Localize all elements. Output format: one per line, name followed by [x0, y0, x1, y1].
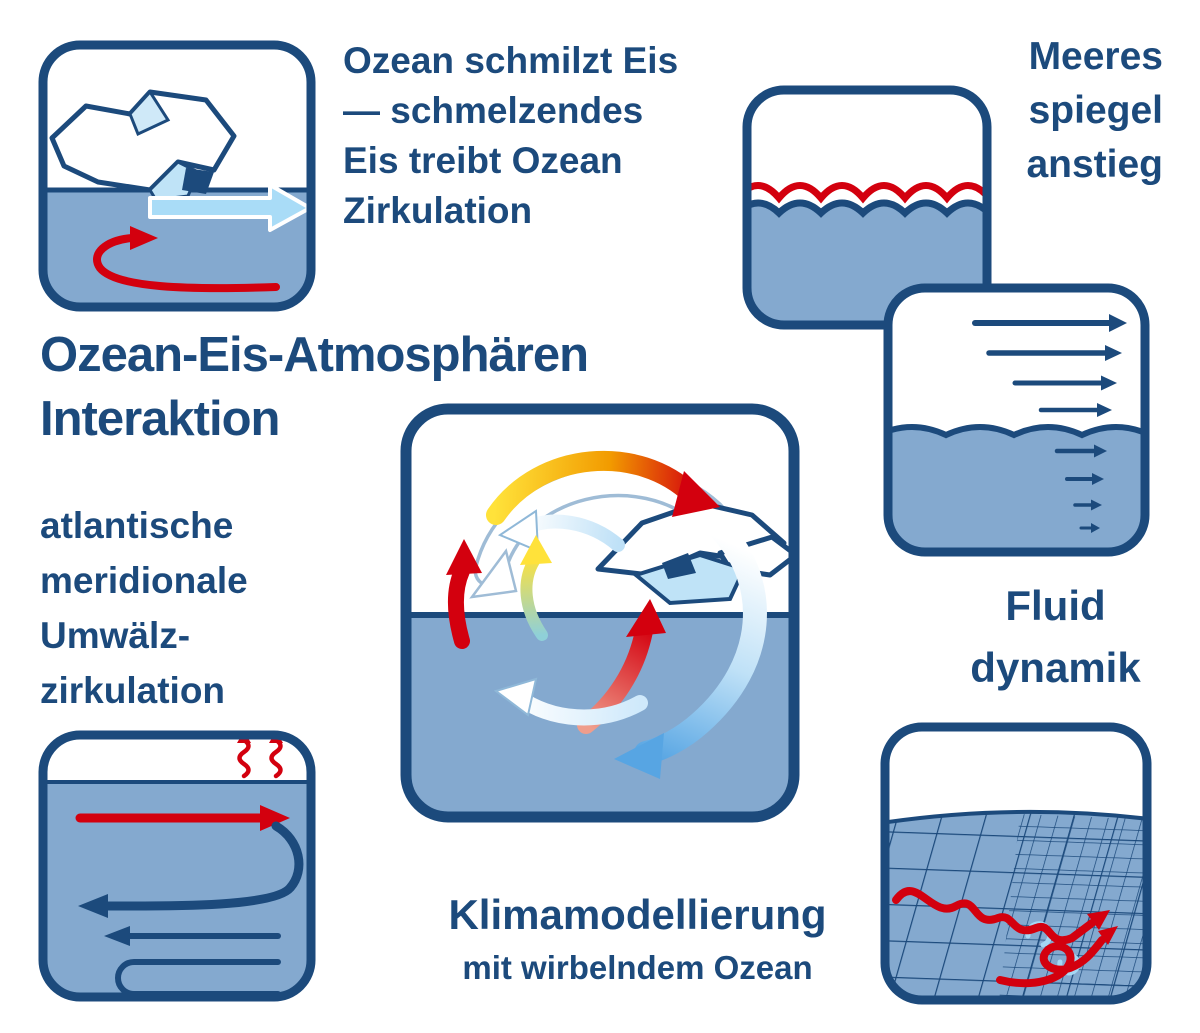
caption-title: Klimamodellierung — [448, 891, 827, 938]
caption-line: Zirkulation — [343, 190, 533, 231]
caption-line: spiegel — [1028, 89, 1163, 132]
caption-iceberg-melt: Ozean schmilzt Eis — schmelzendes Eis tr… — [343, 36, 678, 236]
caption-line: Ozean schmilzt Eis — [343, 40, 679, 81]
caption-line: dynamik — [970, 644, 1141, 691]
caption-line: meridionale — [40, 560, 248, 601]
caption-line: anstieg — [1026, 143, 1163, 186]
eddying-ocean-model-grid-illustration — [880, 722, 1152, 1005]
caption-subtitle: mit wirbelndem Ozean — [462, 949, 813, 986]
iceberg-melting-illustration — [38, 40, 316, 312]
amoc-panel — [38, 730, 316, 1002]
caption-line: zirkulation — [40, 670, 226, 711]
caption-line: atlantische — [40, 505, 234, 546]
caption-line: Eis treibt Ozean — [343, 140, 623, 181]
velocity-profile-illustration — [883, 283, 1150, 557]
caption-amoc: atlantische meridionale Umwälz- zirkulat… — [40, 498, 248, 718]
central-interaction-panel — [400, 403, 800, 823]
page-title: Ozean-Eis-Atmosphären Interaktion — [40, 323, 589, 451]
eddy-grid-panel — [880, 722, 1152, 1005]
caption-sea-level: Meeres spiegel anstieg — [958, 30, 1163, 192]
caption-fluid-dynamics: Fluid dynamik — [948, 575, 1163, 699]
ocean-ice-atmosphere-cycle-illustration — [400, 403, 800, 823]
caption-line: Meeres — [1028, 35, 1163, 78]
caption-line: — schmelzendes — [343, 90, 644, 131]
iceberg-melt-panel — [38, 40, 316, 312]
caption-line: Fluid — [1005, 582, 1106, 629]
caption-line: Umwälz- — [40, 615, 191, 656]
title-line: Ozean-Eis-Atmosphären — [40, 328, 589, 382]
fluid-dynamics-panel — [883, 283, 1150, 557]
title-line: Interaktion — [40, 392, 280, 446]
overturning-circulation-illustration — [38, 730, 316, 1002]
caption-climate-modeling: Klimamodellierung mit wirbelndem Ozean — [400, 890, 875, 990]
